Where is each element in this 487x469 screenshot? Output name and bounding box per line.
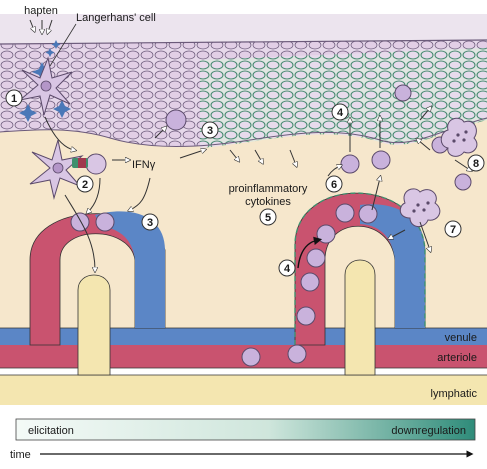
venule-label: venule [445, 332, 477, 344]
epidermis-top-line [0, 39, 487, 45]
svg-text:3: 3 [207, 125, 213, 137]
langerhans-label: Langerhans' cell [76, 12, 156, 24]
step-2: 2 [76, 175, 94, 193]
left-lymphatic-loop [77, 274, 111, 376]
time-axis: time [10, 449, 474, 461]
svg-text:5: 5 [265, 212, 271, 224]
ifn-label: IFNγ [132, 159, 156, 171]
lymphatic-label: lymphatic [431, 388, 478, 400]
activated-keratinocytes [200, 48, 487, 148]
step-6: 6 [325, 175, 343, 193]
time-label: time [10, 449, 31, 461]
stratum-corneum [0, 14, 487, 44]
svg-text:4: 4 [284, 263, 291, 275]
step-7: 7 [444, 220, 462, 238]
svg-text:1: 1 [11, 93, 17, 105]
svg-text:8: 8 [473, 158, 479, 170]
cytokines-label-1: proinflammatory [229, 183, 308, 195]
basement-membrane [0, 117, 487, 147]
flow-arrows [44, 108, 470, 270]
step-3b: 3 [141, 213, 159, 231]
migration-arrow [297, 236, 323, 269]
lymphocytes [70, 84, 472, 367]
arteriole-label: arteriole [437, 352, 477, 364]
venule-band [0, 328, 487, 345]
langerhans-pointer [49, 23, 77, 67]
step-1: 1 [5, 89, 23, 107]
step-markers: 1 2 3 3 4 4 5 6 7 8 [5, 89, 485, 277]
basophil-cell [440, 117, 478, 157]
svg-text:3: 3 [147, 217, 153, 229]
elicitation-label: elicitation [28, 425, 74, 437]
svg-text:6: 6 [331, 179, 337, 191]
macrophage-cell [399, 188, 441, 227]
step-4b: 4 [278, 259, 296, 277]
right-loop-venous-limb [360, 204, 425, 328]
step-3a: 3 [201, 121, 219, 139]
step-5: 5 [259, 208, 277, 226]
hapten-arrows [29, 19, 53, 32]
svg-text:4: 4 [337, 107, 344, 119]
t-cell-contact [72, 153, 107, 175]
downregulation-label: downregulation [391, 425, 466, 437]
step-4a: 4 [331, 103, 349, 121]
left-loop-venous-limb [95, 211, 165, 328]
svg-text:7: 7 [450, 224, 456, 236]
step-8: 8 [467, 154, 485, 172]
cytokines-label-2: cytokines [245, 196, 291, 208]
lymphatic-band [0, 375, 487, 405]
hapten-label: hapten [24, 5, 58, 17]
langerhans-cell-dermal [29, 139, 84, 200]
right-lymphatic-loop [344, 259, 376, 376]
time-phase-bar: elicitation downregulation [15, 418, 476, 441]
langerhans-cell [19, 56, 73, 116]
svg-text:2: 2 [82, 179, 88, 191]
right-loop-endothelium [294, 192, 426, 345]
